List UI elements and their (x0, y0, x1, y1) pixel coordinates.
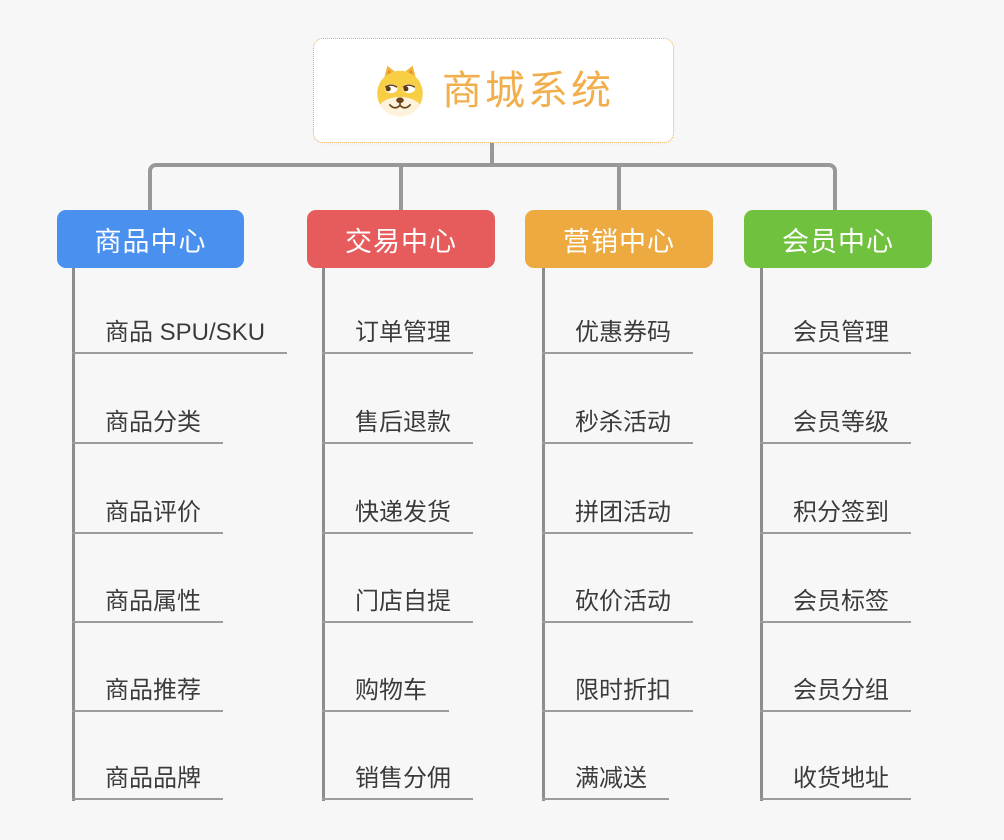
sub-topic[interactable]: 商品属性 (72, 581, 223, 623)
sub-topic[interactable]: 会员分组 (760, 670, 911, 712)
root-topic-title: 商城系统 (442, 68, 614, 113)
sub-topic[interactable]: 会员管理 (760, 312, 911, 354)
sub-topic[interactable]: 满减送 (542, 758, 669, 800)
column-line (760, 268, 763, 801)
sub-topic[interactable]: 商品评价 (72, 492, 223, 534)
sub-topic[interactable]: 砍价活动 (542, 581, 693, 623)
dog-face-icon (377, 65, 423, 116)
sub-topic[interactable]: 积分签到 (760, 492, 911, 534)
branch-label: 交易中心 (345, 226, 457, 257)
root-connector-line (490, 143, 494, 165)
sub-topic[interactable]: 快递发货 (322, 492, 473, 534)
branch-bus-line (148, 163, 837, 210)
branch-label: 商品中心 (94, 226, 207, 257)
sub-topic[interactable]: 门店自提 (322, 581, 473, 623)
branch-header-products[interactable]: 商品中心 (57, 210, 244, 268)
sub-topic[interactable]: 商品 SPU/SKU (72, 312, 288, 354)
sub-topic[interactable]: 秒杀活动 (542, 402, 693, 444)
sub-topic[interactable]: 会员等级 (760, 402, 911, 444)
sub-topic[interactable]: 商品品牌 (72, 758, 223, 800)
sub-topic[interactable]: 销售分佣 (322, 758, 473, 800)
sub-topic[interactable]: 收货地址 (760, 758, 911, 800)
sub-topic[interactable]: 购物车 (322, 670, 449, 712)
branch-header-members[interactable]: 会员中心 (744, 210, 932, 268)
branch-label: 营销中心 (563, 226, 675, 257)
branch-label: 会员中心 (782, 226, 894, 257)
root-topic[interactable]: 商城系统 (313, 38, 674, 143)
column-line (322, 268, 325, 801)
branch-header-trade[interactable]: 交易中心 (307, 210, 495, 268)
sub-topic[interactable]: 售后退款 (322, 402, 473, 444)
branch-header-marketing[interactable]: 营销中心 (525, 210, 713, 268)
sub-topic[interactable]: 限时折扣 (542, 670, 693, 712)
column-line (72, 268, 75, 801)
branch-drop-line (399, 166, 403, 210)
sub-topic[interactable]: 优惠券码 (542, 312, 693, 354)
sub-topic[interactable]: 订单管理 (322, 312, 473, 354)
branch-drop-line (617, 166, 621, 210)
sub-topic[interactable]: 商品推荐 (72, 670, 223, 712)
sub-topic[interactable]: 会员标签 (760, 581, 911, 623)
sub-topic[interactable]: 拼团活动 (542, 492, 693, 534)
sub-topic[interactable]: 商品分类 (72, 402, 223, 444)
column-line (542, 268, 545, 801)
